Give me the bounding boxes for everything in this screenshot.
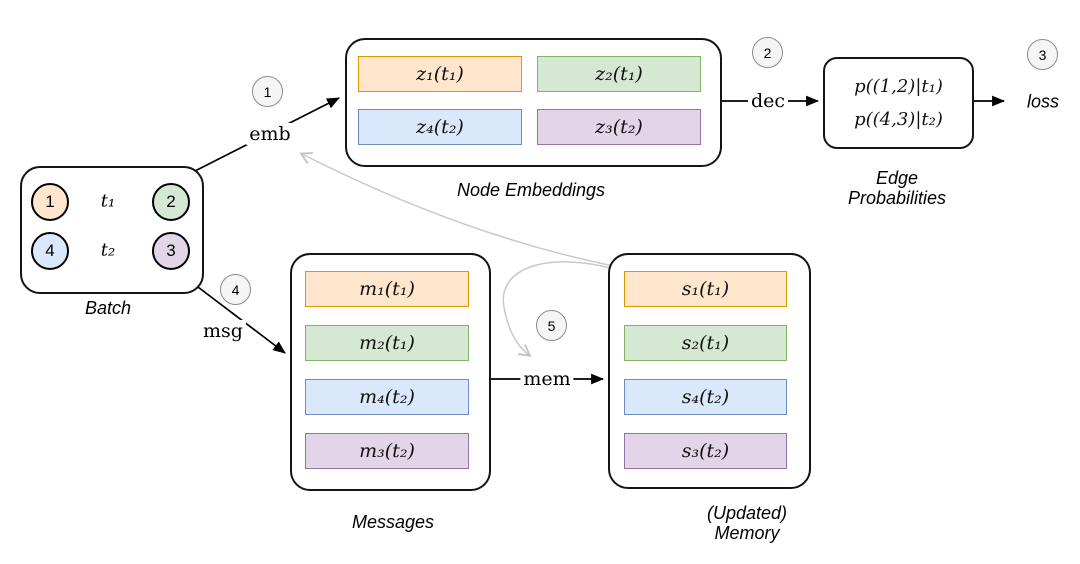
graph-node-1-label: 1 xyxy=(45,192,55,211)
step-badge-5-label: 5 xyxy=(547,317,556,334)
step-badge-4: 4 xyxy=(220,274,251,305)
memory-to-mem-arrow xyxy=(502,261,619,357)
edge-probabilities-caption-line2: Probabilities xyxy=(847,188,947,208)
step-badge-2: 2 xyxy=(752,37,783,68)
step-badge-2-label: 2 xyxy=(763,44,772,61)
step-badge-4-label: 4 xyxy=(231,281,240,298)
graph-node-2: 2 xyxy=(152,183,190,221)
graph-node-2-label: 2 xyxy=(166,192,176,211)
message-cell-m3: m₃(t₂) xyxy=(305,433,469,469)
graph-node-3: 3 xyxy=(152,232,190,270)
step-badge-5: 5 xyxy=(536,310,567,341)
edge-probabilities-box: p((1,2)|t₁) p((4,3)|t₂) xyxy=(823,57,974,149)
memory-caption: (Updated) Memory xyxy=(707,503,787,543)
node-embeddings-caption: Node Embeddings xyxy=(456,180,606,200)
step-badge-3: 3 xyxy=(1027,39,1058,70)
message-cell-m4: m₄(t₂) xyxy=(305,379,469,415)
dec-function-label: dec xyxy=(747,90,789,112)
edge-probabilities-caption-line1: Edge xyxy=(875,168,919,188)
step-badge-1: 1 xyxy=(252,76,283,107)
message-cell-m1: m₁(t₁) xyxy=(305,271,469,307)
graph-node-4: 4 xyxy=(31,232,69,270)
memory-caption-line2: Memory xyxy=(714,523,780,543)
step-badge-3-label: 3 xyxy=(1038,46,1047,63)
messages-caption: Messages xyxy=(351,512,435,532)
embedding-cell-z4: z₄(t₂) xyxy=(358,109,522,145)
edge-probabilities-caption: Edge Probabilities xyxy=(848,168,946,208)
step-badge-1-label: 1 xyxy=(263,83,272,100)
memory-cell-s2: s₂(t₁) xyxy=(624,325,787,361)
graph-node-1: 1 xyxy=(31,183,69,221)
edge-probability-row-2: p((4,3)|t₂) xyxy=(854,108,943,130)
message-cell-m2: m₂(t₁) xyxy=(305,325,469,361)
edge-time-t1-label: t₁ xyxy=(97,190,119,212)
memory-cell-s3: s₃(t₂) xyxy=(624,433,787,469)
embedding-cell-z1: z₁(t₁) xyxy=(358,56,522,92)
batch-caption: Batch xyxy=(84,298,132,318)
memory-caption-line1: (Updated) xyxy=(706,503,788,523)
msg-function-label: msg xyxy=(200,320,246,342)
graph-node-4-label: 4 xyxy=(45,241,55,260)
embedding-cell-z3: z₃(t₂) xyxy=(537,109,701,145)
memory-cell-s4: s₄(t₂) xyxy=(624,379,787,415)
edge-time-t2-label: t₂ xyxy=(97,239,119,261)
loss-label: loss xyxy=(1026,91,1060,112)
mem-function-label: mem xyxy=(520,368,574,390)
edge-probability-row-1: p((1,2)|t₁) xyxy=(854,76,943,98)
embedding-cell-z2: z₂(t₁) xyxy=(537,56,701,92)
memory-cell-s1: s₁(t₁) xyxy=(624,271,787,307)
edge-probabilities-rows: p((1,2)|t₁) p((4,3)|t₂) xyxy=(829,65,968,141)
graph-node-3-label: 3 xyxy=(166,241,176,260)
emb-function-label: emb xyxy=(246,123,294,145)
